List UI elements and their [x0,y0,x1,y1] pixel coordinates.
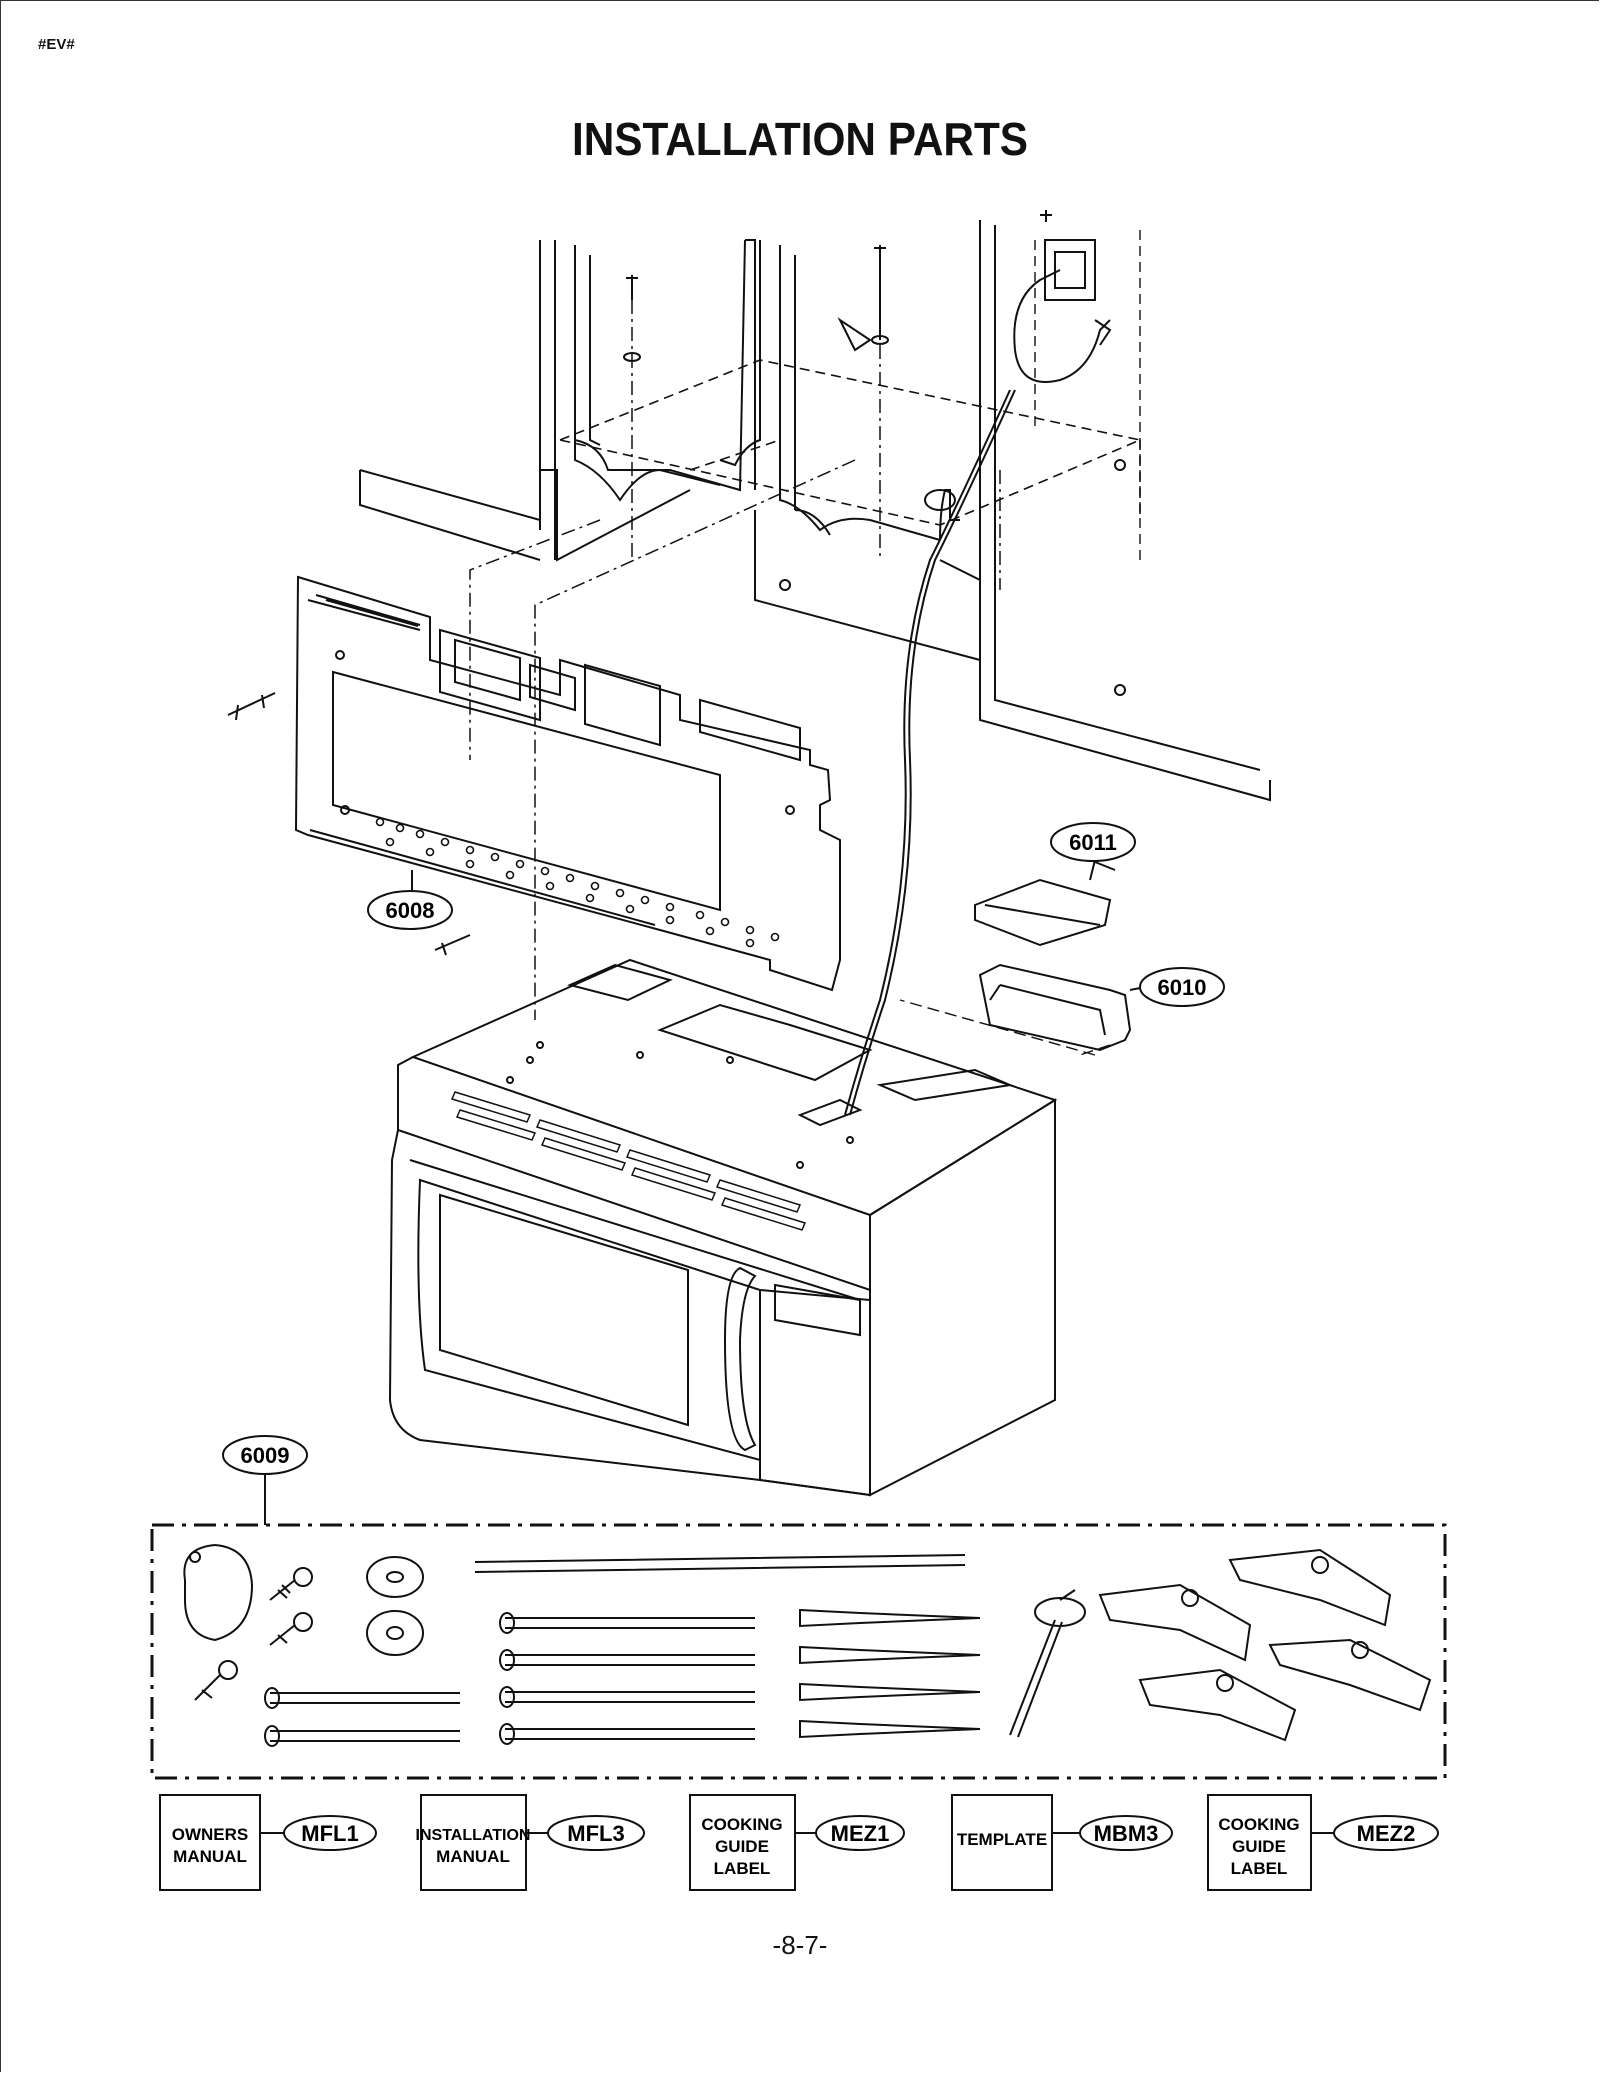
doc-1-line-1: OWNERS [172,1825,249,1844]
doc-1-line-2: MANUAL [173,1847,247,1866]
duct-parts [899,859,1132,1056]
callout-6008-label: 6008 [386,898,435,923]
doc-template: TEMPLATE MBM3 [957,1815,1173,1851]
callout-6010-label: 6010 [1158,975,1207,1000]
doc-owners-manual: OWNERS MANUAL MFL1 [172,1815,377,1866]
microwave-oven [388,958,1058,1497]
doc-3-line-1: COOKING [701,1815,782,1834]
hardware-kit-box [150,1455,1447,1780]
doc-4-line-1: TEMPLATE [957,1830,1047,1849]
doc-4-code: MBM3 [1094,1821,1159,1846]
doc-1-code: MFL1 [301,1821,358,1846]
callout-6009-label: 6009 [241,1443,290,1468]
doc-5-line-2: GUIDE [1232,1837,1286,1856]
doc-2-line-2: MANUAL [436,1847,510,1866]
doc-3-code: MEZ1 [831,1821,890,1846]
callout-6011: 6011 [1050,822,1136,862]
doc-2-code: MFL3 [567,1821,624,1846]
page-number: -8-7- [772,1930,828,1960]
mounting-plate [227,575,841,992]
corner-tag: #EV# [38,36,75,53]
doc-3-line-3: LABEL [714,1859,771,1878]
doc-5-line-1: COOKING [1218,1815,1299,1834]
doc-2-line-1: INSTALLATION [416,1827,531,1844]
callout-6011-label: 6011 [1069,830,1117,855]
power-cord [844,389,1016,1116]
doc-3-line-2: GUIDE [715,1837,769,1856]
document-boxes [159,1794,1335,1891]
wall-cabinets [359,210,1271,1020]
doc-5-code: MEZ2 [1357,1821,1416,1846]
doc-5-line-3: LABEL [1231,1859,1288,1878]
callout-6009: 6009 [222,1435,308,1475]
callout-6010: 6010 [1129,967,1225,1007]
doc-cooking-guide-label-2: COOKING GUIDE LABEL MEZ2 [1218,1815,1439,1878]
callout-6008: 6008 [367,890,453,930]
doc-cooking-guide-label-1: COOKING GUIDE LABEL MEZ1 [701,1815,905,1878]
page-title: INSTALLATION PARTS [571,113,1029,165]
doc-installation-manual: INSTALLATION MANUAL MFL3 [416,1815,645,1866]
